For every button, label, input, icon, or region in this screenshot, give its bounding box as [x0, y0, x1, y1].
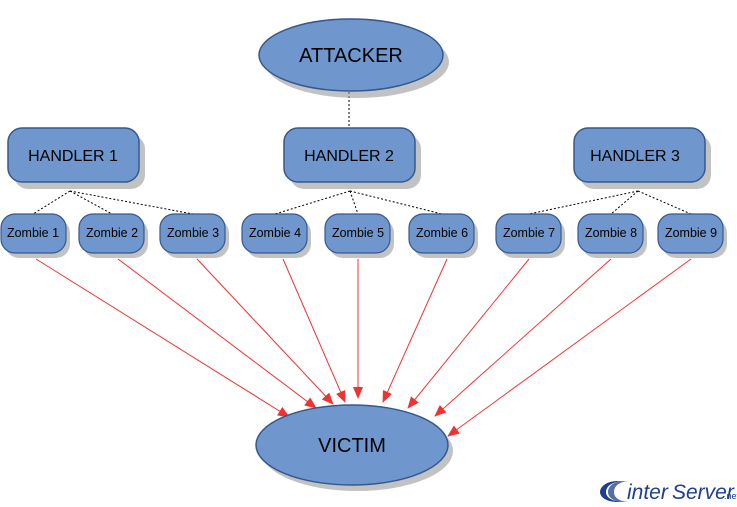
zombie-node-5: Zombie 5 [324, 213, 394, 258]
zombie-label-7: Zombie 7 [503, 226, 555, 240]
zombie-node-9: Zombie 9 [657, 213, 727, 258]
attack-arrow [407, 258, 530, 409]
handler-to-zombie-link [69, 190, 194, 215]
zombie-label-6: Zombie 6 [416, 226, 468, 240]
handler-label-2: HANDLER 2 [304, 148, 394, 165]
handler-to-zombie-link [32, 190, 71, 215]
handler-label-3: HANDLER 3 [590, 148, 680, 165]
handler-to-zombie-link [274, 190, 351, 215]
handler-to-zombie-link [349, 190, 359, 215]
handler-to-zombie-link [637, 190, 692, 215]
logo-text-inter: inter [627, 481, 669, 504]
attack-arrow [382, 258, 448, 403]
attack-arrow [35, 258, 290, 418]
victim-label: VICTIM [318, 435, 386, 457]
zombie-label-3: Zombie 3 [167, 226, 219, 240]
logo-text-suffix: .net [724, 491, 737, 501]
attack-arrow [434, 258, 612, 417]
zombie-label-8: Zombie 8 [585, 226, 637, 240]
zombie-label-1: Zombie 1 [7, 226, 59, 240]
zombie-label-4: Zombie 4 [249, 226, 301, 240]
zombie-node-7: Zombie 7 [495, 213, 565, 258]
zombie-node-4: Zombie 4 [241, 213, 311, 258]
victim-node: VICTIM [255, 404, 453, 491]
attack-arrow [447, 258, 692, 437]
handler-node-2: HANDLER 2 [283, 127, 421, 189]
zombie-node-2: Zombie 2 [78, 213, 148, 258]
attacker-node: ATTACKER [258, 18, 449, 98]
handler-node-3: HANDLER 3 [573, 127, 711, 189]
handler-label-1: HANDLER 1 [28, 148, 118, 165]
attacker-label: ATTACKER [299, 45, 403, 67]
handler-node-1: HANDLER 1 [7, 127, 145, 189]
links-layer [32, 92, 692, 437]
attack-arrow [117, 258, 317, 409]
logo-text-server: Server [672, 481, 735, 504]
attack-arrow [196, 258, 334, 405]
zombie-label-9: Zombie 9 [665, 226, 717, 240]
interserver-logo: inter Server .net [600, 481, 737, 504]
zombie-label-2: Zombie 2 [86, 226, 138, 240]
zombie-node-3: Zombie 3 [159, 213, 229, 258]
zombie-label-5: Zombie 5 [332, 226, 384, 240]
handler-to-zombie-link [610, 190, 639, 215]
handler-to-zombie-link [349, 190, 443, 215]
zombie-node-1: Zombie 1 [0, 213, 70, 258]
zombie-node-8: Zombie 8 [577, 213, 647, 258]
zombie-node-6: Zombie 6 [408, 213, 478, 258]
attack-arrow [282, 258, 346, 403]
handler-to-zombie-link [528, 190, 639, 215]
